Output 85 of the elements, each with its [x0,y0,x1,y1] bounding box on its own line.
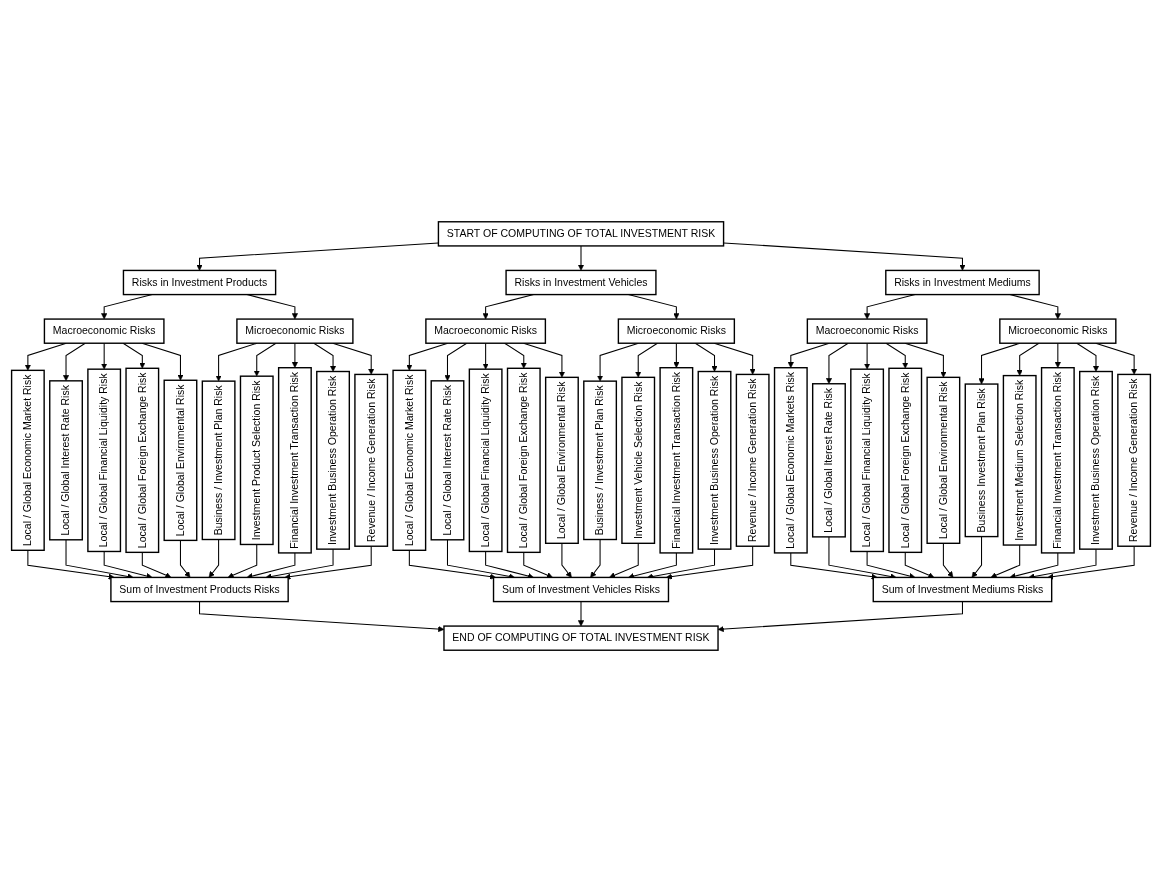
node-box: Microeconomic Risks [999,318,1117,344]
arrow [665,545,754,580]
arrow [577,245,585,271]
node-box: Risks in Investment Vehicles [505,269,657,296]
node-box: Investment Business Operation Risk [697,370,732,550]
arrow [790,552,878,580]
node-box: Microeconomic Risks [236,318,354,344]
arrow [904,551,935,579]
arrow [27,549,115,580]
node-box: Financial Investment Transaction Risk [1040,367,1075,554]
arrow [1076,342,1100,372]
arrow [196,242,439,271]
arrow [971,536,983,578]
node-box: Revenue / Income Generation Risk [1117,373,1152,547]
arrow [1016,342,1040,376]
node-box: Sum of Investment Mediums Risks [872,576,1053,603]
arrow [1054,342,1061,368]
arrow [864,342,871,370]
node-box: Local / Global Iterest Rate Risk [811,383,846,538]
node-box: Investment Vehicle Selection Risk [621,376,656,544]
node-box: Local / Global Financial Liquidity Risk [87,368,122,553]
arrow [717,601,963,633]
arrow [723,242,966,271]
node-box: Risks in Investment Products [122,269,277,296]
node-box: Revenue / Income Generation Risk [354,373,389,547]
arrow [227,543,258,579]
arrow [504,342,527,369]
node-box: Investment Medium Selection Risk [1002,374,1037,546]
node-box: Investment Business Operation Risk [316,370,350,550]
node-box: Macroeconomic Risks [425,318,547,344]
node-box: Revenue / Income Generation Risk [735,373,770,547]
node-box: Local / Global Financial Liquidity Risk [468,368,503,553]
arrow [408,549,497,580]
arrow [1047,545,1135,580]
arrow [885,342,909,369]
node-box: Sum of Investment Vehicles Risks [492,576,670,603]
arrow [208,539,220,578]
node-box: Local / Global Financial Liquidity Risk [850,368,885,553]
arrow [590,539,601,578]
node-box: Local / Global Environmental Risk [926,376,961,544]
arrow [444,342,468,382]
node-box: Macroeconomic Risks [806,318,928,344]
arrow [284,545,372,580]
arrow [62,342,86,382]
node-box: Local / Global Economic Market Risk [10,369,45,551]
node-box: Local / Global Foreign Exchange Risk [506,367,541,554]
node-box: Business / Investment Plan Risk [583,380,618,541]
arrow [482,342,489,370]
arrow [253,342,277,377]
node-box: Local / Global Foreign Exchange Risk [125,367,160,554]
arrow [577,601,585,627]
arrow [635,342,658,378]
node-box: Local / Global Foreign Exchange Risk [888,367,923,554]
arrow [291,342,298,368]
node-box: Business Investment Plan Risk [964,383,999,538]
node-box: END OF COMPUTING OF TOTAL INVESTMENT RISK [443,625,719,651]
node-box: Investment Product Selection Risk [239,375,274,546]
node-box: Local / Global Envirnmental Risk [163,379,198,542]
arrow [942,542,954,578]
node-box: Investment Business Operation Risk [1079,370,1113,550]
arrow [825,342,849,385]
node-box: Financial Investment Transaction Risk [277,367,312,554]
node-box: Local / Global Interest Rate Risk [430,380,465,541]
node-box: Local / Global Environmental Risk [544,376,579,544]
arrow [179,539,191,578]
arrow [141,551,172,579]
node-box: Risks in Investment Mediums [885,269,1040,296]
arrow [122,342,146,369]
arrow [523,551,553,579]
arrow [561,542,572,578]
node-box: Macroeconomic Risks [43,318,165,344]
node-box: START OF COMPUTING OF TOTAL INVESTMENT RISK [437,221,725,247]
arrow [694,342,718,372]
node-box: Microeconomic Risks [617,318,736,344]
arrow [609,542,639,579]
node-box: Local / Global Interest Rate Risk [49,380,83,541]
arrow [673,342,680,368]
node-box: Business / Investment Plan Risk [201,380,236,541]
arrow [313,342,337,372]
node-box: Financial Investment Transaction Risk [659,367,694,554]
arrow [990,544,1021,579]
node-box: Sum of Investment Products Risks [110,576,289,603]
node-box: Local / Global Economic Markets Risk [773,367,808,554]
node-box: Local / Global Economic Market Risk [392,369,427,551]
arrow [101,342,108,370]
